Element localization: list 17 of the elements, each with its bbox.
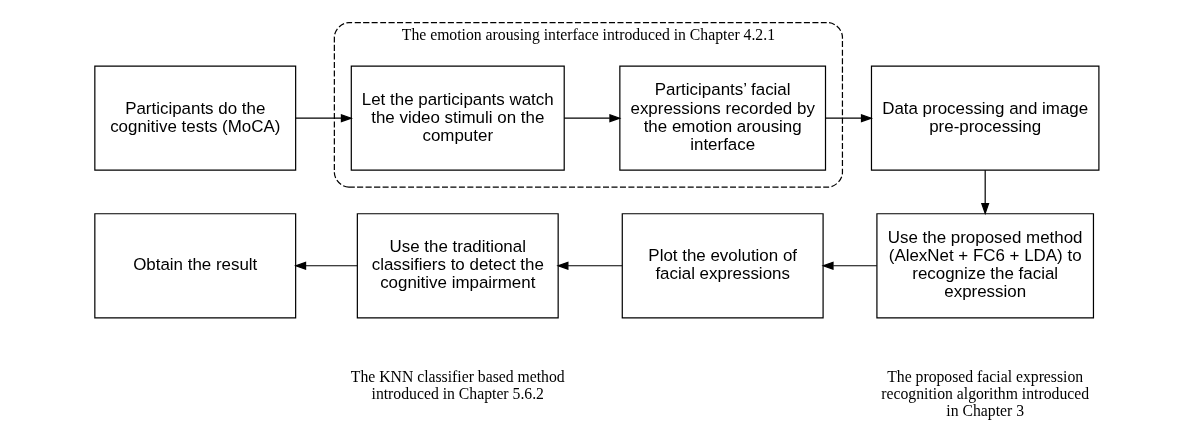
node-box: Use the proposed method (AlexNet + FC6 + LDA) to recognize the facial expression — [876, 213, 1095, 319]
arrow — [295, 113, 353, 123]
node-label: The KNN classifier based method introduced in Chapter 5.6.2 — [350, 368, 565, 403]
arrow — [556, 261, 623, 270]
node-box: Let the participants watch the video stimuli on the computer — [350, 65, 565, 171]
node-box: Participants do the cognitive tests (MoCA) — [94, 65, 297, 171]
arrow — [824, 113, 873, 123]
arrow — [980, 169, 990, 216]
node-box: Use the traditional classifiers to detect the cognitive impairment — [356, 213, 559, 319]
arrow — [294, 261, 358, 270]
node-box: Obtain the result — [94, 213, 297, 319]
node-box: Data processing and image pre-processing — [870, 65, 1100, 171]
node-box: Participants’ facial expressions recorded by the emotion arousing interface — [619, 65, 827, 171]
node-box: Plot the evolution of facial expressions — [621, 213, 824, 319]
node-label: The proposed facial expression recognition algorithm introduced in Chapter 3 — [881, 368, 1090, 420]
arrow — [821, 261, 878, 270]
arrow — [563, 113, 622, 123]
